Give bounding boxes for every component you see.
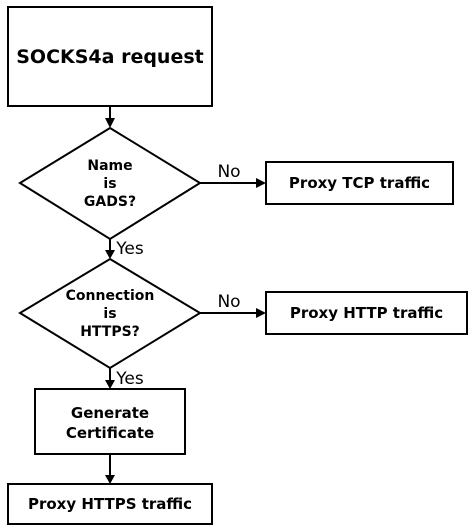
proxy-tcp-node-box (265, 161, 454, 205)
proxy-https-node-label: Proxy HTTPS traffic (28, 495, 192, 513)
arrowhead-https-no (256, 308, 266, 318)
edge-https-yes-label: Yes (115, 369, 144, 389)
arrowhead-gads-yes (105, 250, 115, 259)
proxy-https-node-box (7, 483, 213, 525)
decision-https-line-2: is (103, 306, 116, 322)
proxy-http-node-box (265, 291, 468, 335)
generate-cert-line-2: Certificate (66, 424, 154, 442)
decision-gads-line-3: GADS? (84, 194, 136, 210)
decision-https-line-1: Connection (66, 288, 155, 304)
generate-cert-line-1: Generate (71, 404, 149, 422)
arrowhead-start-to-gads (105, 118, 115, 128)
proxy-tcp-node-label: Proxy TCP traffic (289, 174, 430, 192)
start-node-box (7, 6, 213, 107)
decision-https-line-3: HTTPS? (80, 324, 140, 340)
arrowhead-gads-no (256, 178, 266, 188)
edge-https-no-label: No (217, 292, 240, 312)
proxy-http-node-label: Proxy HTTP traffic (290, 304, 443, 322)
arrowhead-cert-to-https-proxy (105, 475, 115, 484)
arrowhead-https-yes (105, 380, 115, 389)
edge-gads-yes-label: Yes (115, 239, 144, 259)
start-node-label: SOCKS4a request (16, 46, 204, 68)
decision-gads-line-1: Name (87, 158, 132, 174)
decision-gads-line-2: is (103, 176, 116, 192)
edge-gads-no-label: No (217, 162, 240, 182)
